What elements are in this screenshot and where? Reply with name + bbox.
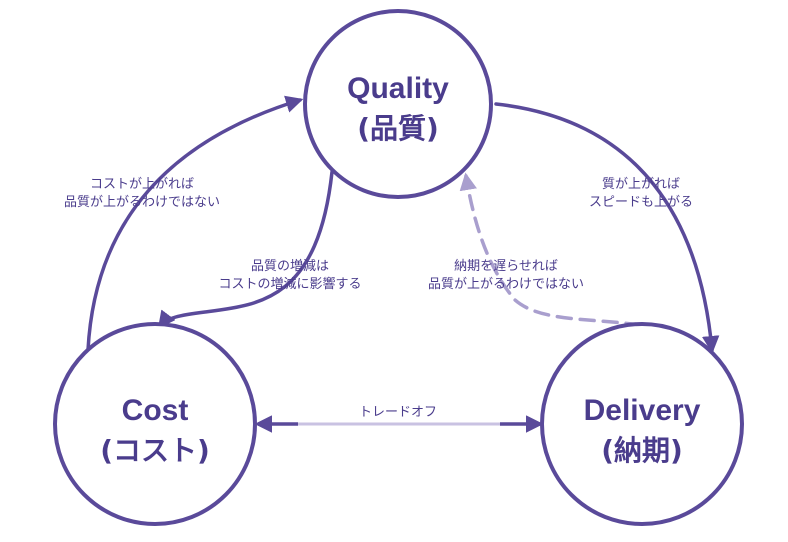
node-quality-title: Quality [347, 72, 449, 105]
label-tradeoff: トレードオフ [359, 405, 437, 420]
node-delivery: Delivery (納期) [540, 322, 744, 526]
edge-cost-to-quality [86, 95, 304, 352]
label-quality-to-delivery-line1: 質が上がれば [602, 177, 680, 192]
node-cost-subtitle: (コスト) [100, 434, 210, 467]
node-delivery-circle [540, 322, 744, 526]
label-delivery-to-quality-line1: 納期を遅らせれば [454, 259, 558, 274]
label-quality-to-delivery-line2: スピードも上がる [589, 195, 693, 210]
node-delivery-subtitle: (納期) [601, 434, 683, 467]
label-quality-to-delivery: 質が上がれば スピードも上がる [589, 177, 693, 210]
label-delivery-to-quality-line2: 品質が上がるわけではない [428, 277, 584, 292]
node-cost-circle [53, 322, 257, 526]
edge-delivery-to-quality [459, 172, 642, 327]
label-delivery-to-quality: 納期を遅らせれば 品質が上がるわけではない [428, 259, 584, 292]
edge-quality-to-delivery [494, 102, 720, 354]
edge-quality-to-cost [157, 170, 334, 329]
label-quality-to-cost-line2: コストの増減に影響する [218, 276, 361, 292]
node-cost-title: Cost [122, 394, 189, 427]
node-quality-circle [303, 9, 493, 199]
label-cost-to-quality-line1: コストが上がれば [90, 177, 194, 192]
node-cost: Cost (コスト) [53, 322, 257, 526]
node-delivery-title: Delivery [584, 394, 701, 427]
label-quality-to-cost-line1: 品質の増減は [251, 258, 329, 274]
label-quality-to-cost: 品質の増減は コストの増減に影響する [218, 258, 361, 292]
label-cost-to-quality-line2: 品質が上がるわけではない [64, 195, 220, 210]
node-quality-subtitle: (品質) [357, 112, 439, 145]
node-quality: Quality (品質) [303, 9, 493, 199]
label-cost-to-quality: コストが上がれば 品質が上がるわけではない [64, 177, 220, 210]
